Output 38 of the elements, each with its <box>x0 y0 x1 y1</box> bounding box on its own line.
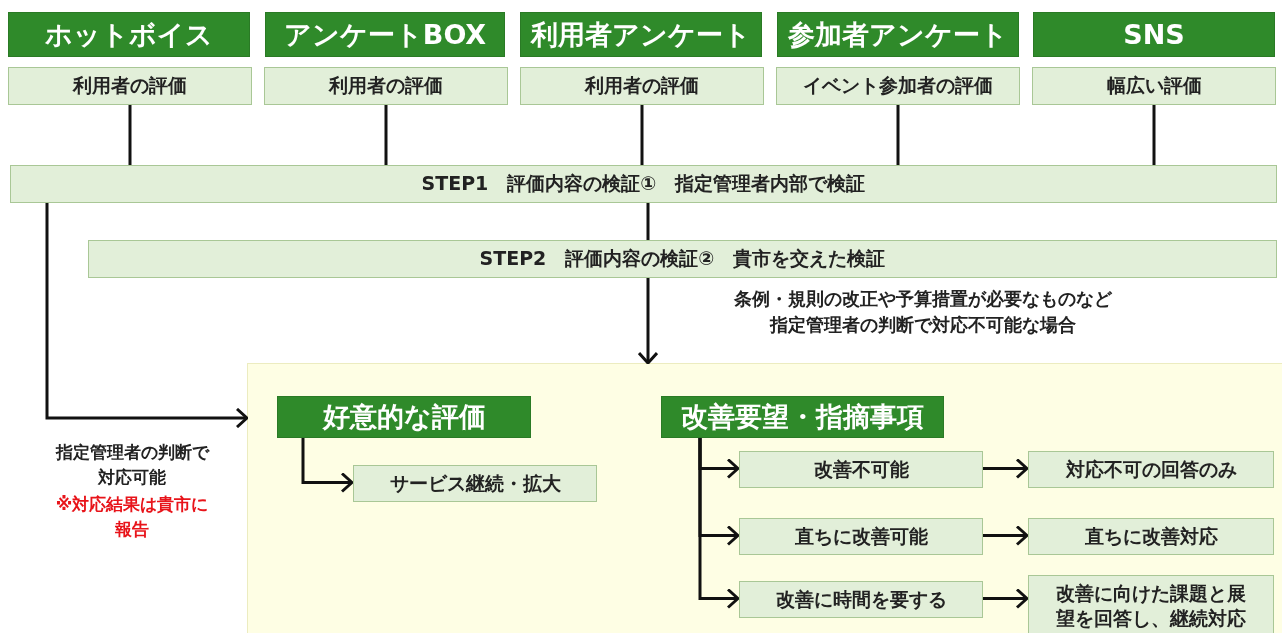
arrow <box>982 525 1029 546</box>
connector-line <box>384 105 388 165</box>
arrow <box>301 437 354 493</box>
evaluation-box: 利用者の評価 <box>520 67 764 105</box>
note-text: ※対応結果は貴市に報告 <box>54 493 210 541</box>
edge-label: 条例・規則の改正や予算措置が必要なものなど指定管理者の判断で対応不可能な場合 <box>732 287 1113 338</box>
source-header: SNS <box>1033 12 1275 57</box>
source-header: 利用者アンケート <box>520 12 762 57</box>
response-box: 対応不可の回答のみ <box>1028 451 1274 488</box>
condition-box: 直ちに改善可能 <box>739 518 983 555</box>
source-header: 参加者アンケート <box>777 12 1019 57</box>
arrow <box>698 437 740 609</box>
response-box: 改善に向けた課題と展望を回答し、継続対応 <box>1028 575 1274 633</box>
connector-line <box>128 105 132 165</box>
evaluation-box: イベント参加者の評価 <box>776 67 1020 105</box>
connector-line <box>640 105 644 165</box>
condition-box: 改善不可能 <box>739 451 983 488</box>
result-panel <box>247 363 1282 633</box>
arrow <box>982 588 1029 609</box>
arrow <box>982 458 1029 479</box>
response-box: 直ちに改善対応 <box>1028 518 1274 555</box>
connector-line <box>1152 105 1156 165</box>
arrow <box>637 278 659 365</box>
source-header: ホットボイス <box>8 12 250 57</box>
edge-label: 指定管理者の判断で対応可能 <box>54 441 211 489</box>
source-header: アンケートBOX <box>265 12 505 57</box>
connector-line <box>646 203 650 240</box>
condition-box: 改善に時間を要する <box>739 581 983 618</box>
arrow <box>45 203 249 429</box>
evaluation-box: 利用者の評価 <box>8 67 252 105</box>
step-bar: STEP2 評価内容の検証② 貴市を交えた検証 <box>88 240 1277 278</box>
action-box: サービス継続・拡大 <box>353 465 597 502</box>
category-header: 改善要望・指摘事項 <box>661 396 944 438</box>
category-header: 好意的な評価 <box>277 396 531 438</box>
evaluation-box: 幅広い評価 <box>1032 67 1276 105</box>
step-bar: STEP1 評価内容の検証① 指定管理者内部で検証 <box>10 165 1277 203</box>
evaluation-box: 利用者の評価 <box>264 67 508 105</box>
connector-line <box>896 105 900 165</box>
